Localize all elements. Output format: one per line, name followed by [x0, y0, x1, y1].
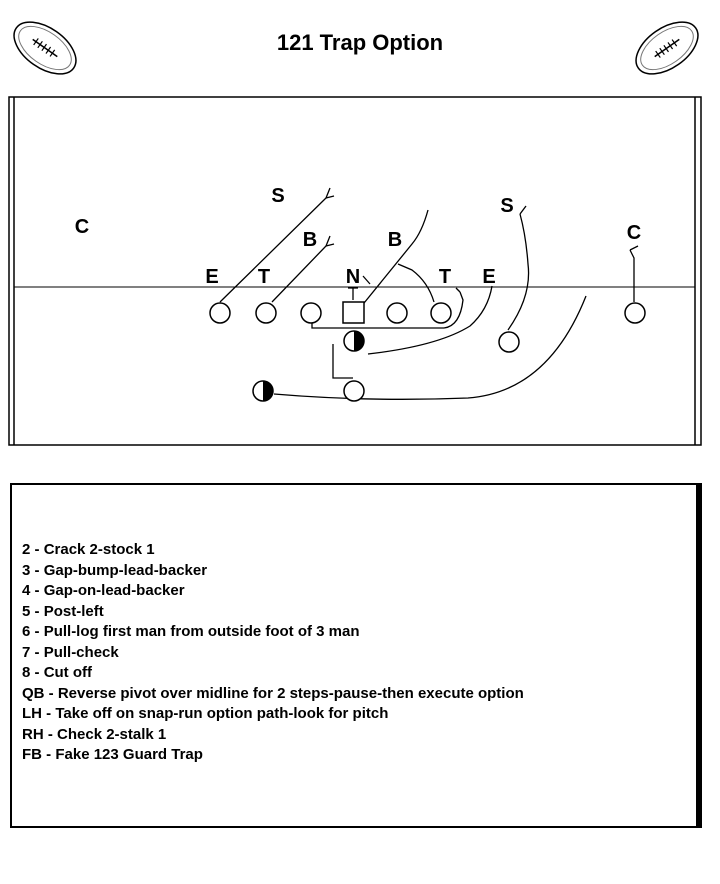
- defender-e-left: E: [205, 266, 218, 288]
- route-path: [273, 295, 587, 400]
- offense-player: [255, 302, 277, 324]
- center-square: [342, 301, 365, 324]
- route-path: [332, 344, 353, 379]
- note-number: 4: [22, 582, 31, 599]
- defender-t-right: T: [439, 266, 451, 288]
- route-path: [367, 285, 493, 355]
- note-number: 2: [22, 541, 31, 558]
- defender-c-left: C: [75, 216, 89, 238]
- note-text: Cut off: [43, 664, 92, 681]
- note-text: Fake 123 Guard Trap: [55, 746, 203, 763]
- offense-player: [430, 302, 452, 324]
- note-number: 8: [22, 664, 31, 681]
- note-text: Gap-on-lead-backer: [43, 582, 185, 599]
- play-title: 121 Trap Option: [276, 30, 444, 55]
- note-number: LH: [22, 705, 42, 722]
- assignment-notes: 2 - Crack 2-stock 1 3 - Gap-bump-lead-bac…: [10, 483, 702, 828]
- note-item: 8 - Cut off: [22, 664, 92, 681]
- field-border: [8, 96, 702, 446]
- defender-c-right: C: [627, 222, 641, 244]
- defender-n: N: [346, 266, 360, 288]
- note-item: 6 - Pull-log first man from outside foot…: [22, 623, 360, 640]
- note-item: 5 - Post-left: [22, 602, 104, 620]
- note-item: RH - Check 2-stalk 1: [22, 725, 167, 743]
- note-number: 5: [22, 602, 31, 620]
- football-icon: [635, 21, 699, 75]
- defender-b-left: B: [303, 229, 317, 251]
- route-arrow: [325, 195, 335, 199]
- note-item: LH - Take off on snap-run option path-lo…: [22, 705, 389, 722]
- note-item: 2 - Crack 2-stock 1: [22, 541, 155, 558]
- defender-b-right: B: [388, 229, 402, 251]
- route-path: [359, 209, 429, 309]
- note-text: Pull-check: [43, 643, 119, 661]
- note-text: Crack 2-stock 1: [43, 541, 155, 558]
- note-item: 7 - Pull-check: [22, 643, 119, 661]
- note-number: 7: [22, 643, 31, 661]
- offense-player: [386, 302, 408, 324]
- route-path: [311, 322, 444, 329]
- note-number: FB: [22, 746, 42, 763]
- defender-s-right: S: [500, 195, 513, 217]
- football-icon: [13, 21, 77, 75]
- note-item: QB - Reverse pivot over midline for 2 st…: [22, 684, 524, 702]
- route-path: [629, 249, 635, 302]
- note-text: Post-left: [43, 602, 104, 620]
- offense-player: [498, 331, 520, 353]
- play-diagram: C S B B S C E T N T E: [8, 96, 702, 446]
- offense-player: [300, 302, 322, 324]
- note-number: 6: [22, 623, 31, 640]
- offense-player: [624, 302, 646, 324]
- note-text: Check 2-stalk 1: [57, 725, 167, 743]
- note-item: FB - Fake 123 Guard Trap: [22, 746, 203, 763]
- quarterback-marker: [343, 330, 365, 352]
- note-text: Reverse pivot over midline for 2 steps-p…: [57, 684, 524, 702]
- route-path: [271, 235, 331, 303]
- note-text: Pull-log first man from outside foot of …: [43, 623, 360, 640]
- note-item: 4 - Gap-on-lead-backer: [22, 582, 185, 599]
- route-arrow: [325, 243, 335, 247]
- route-arrow: [629, 245, 639, 251]
- offense-player: [343, 380, 365, 402]
- route-arrow: [519, 205, 527, 215]
- defender-s-left: S: [271, 185, 284, 207]
- note-item: 3 - Gap-bump-lead-backer: [22, 561, 208, 579]
- notes-list: 2 - Crack 2-stock 1 3 - Gap-bump-lead-bac…: [22, 540, 524, 766]
- defender-t-left: T: [258, 266, 270, 288]
- note-text: Gap-bump-lead-backer: [43, 561, 208, 579]
- note-number: 3: [22, 561, 31, 579]
- route-arrow: [455, 287, 461, 293]
- route-path: [397, 263, 435, 303]
- route-path: [362, 275, 371, 285]
- route-path: [443, 291, 464, 329]
- note-number: QB: [22, 684, 45, 702]
- defender-e-right: E: [482, 266, 495, 288]
- offense-player: [209, 302, 231, 324]
- halfback-marker: [252, 380, 274, 402]
- note-text: Take off on snap-run option path-look fo…: [55, 705, 389, 722]
- note-number: RH: [22, 725, 44, 743]
- route-path: [507, 213, 530, 331]
